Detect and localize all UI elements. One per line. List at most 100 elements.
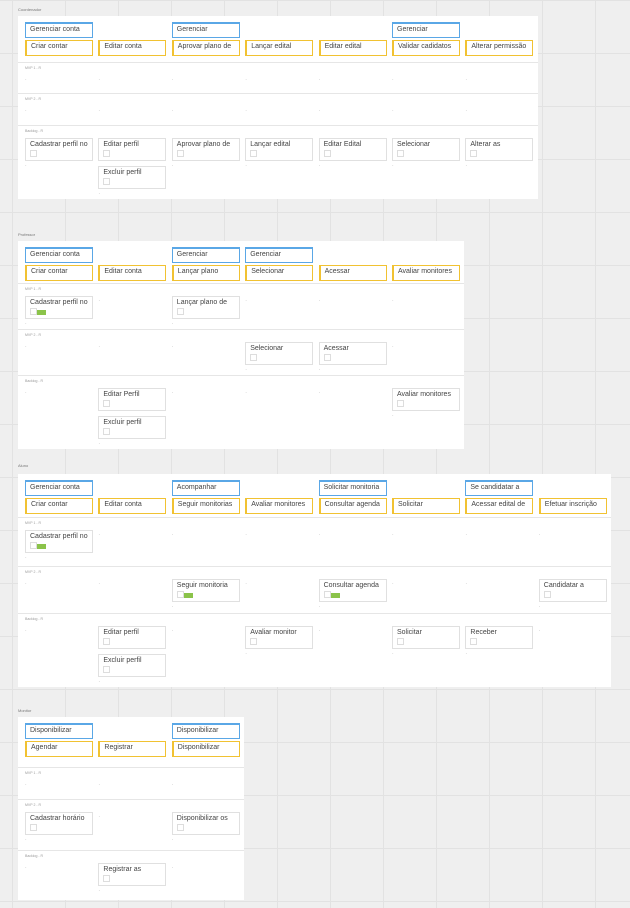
story-card[interactable]: Acessar (318, 342, 387, 365)
task-card[interactable]: Seguir monitorias (171, 498, 240, 514)
activity-card[interactable]: Disponibilizar (171, 723, 240, 739)
story-card[interactable]: Avaliar monitores (392, 388, 460, 411)
checkbox-icon[interactable] (103, 666, 111, 673)
checkbox-icon[interactable] (397, 150, 404, 157)
activity-card[interactable]: Disponibilizar (25, 723, 93, 739)
activity-card[interactable]: Gerenciar conta (25, 247, 93, 263)
story-card[interactable]: Editar perfil (98, 138, 167, 161)
checkbox-icon[interactable] (103, 428, 111, 435)
checkbox-icon[interactable] (176, 308, 184, 315)
task-card[interactable]: Acessar edital de (465, 498, 534, 514)
activity-card[interactable]: Gerenciar conta (25, 22, 93, 38)
checkbox-icon[interactable] (103, 150, 111, 157)
task-card[interactable]: Avaliar monitores (245, 498, 314, 514)
story-card[interactable]: Alterar as (465, 138, 534, 161)
checkbox-icon[interactable] (470, 638, 478, 645)
task-card[interactable]: Acessar (318, 265, 387, 281)
empty-slot-dot: · (245, 390, 247, 396)
activity-card[interactable]: Gerenciar (171, 22, 240, 38)
slot-dot: · (98, 888, 101, 894)
story-card[interactable]: Excluir perfil (98, 654, 167, 677)
story-card[interactable]: Seguir monitoria (171, 579, 240, 602)
story-card[interactable]: Selecionar (392, 138, 460, 161)
story-card[interactable]: Cadastrar perfil no (25, 530, 93, 553)
task-card[interactable]: Criar contar (25, 498, 93, 514)
activity-card[interactable]: Se candidatar a (465, 480, 534, 496)
story-card[interactable]: Cadastrar perfil no (25, 296, 93, 319)
task-card[interactable]: Selecionar (245, 265, 314, 281)
story-card[interactable]: Disponibilizar os (171, 812, 240, 835)
checkbox-icon[interactable] (323, 150, 331, 157)
story-card[interactable]: Editar Perfil (98, 388, 167, 411)
task-card[interactable]: Avaliar monitores (392, 265, 460, 281)
task-card[interactable]: Editar conta (98, 265, 167, 281)
checkbox-icon[interactable] (397, 400, 404, 407)
slot-dot: · (171, 604, 174, 610)
story-card[interactable]: Solicitar (392, 626, 460, 649)
activity-card[interactable]: Acompanhar (171, 480, 240, 496)
task-card[interactable]: Alterar permissão (465, 40, 534, 56)
checkbox-icon[interactable] (103, 178, 111, 185)
task-card[interactable]: Editar conta (98, 40, 167, 56)
story-card[interactable]: Selecionar (245, 342, 314, 365)
checkbox-icon[interactable] (103, 400, 111, 407)
task-card[interactable]: Disponibilizar (171, 741, 240, 757)
release-label: Backlog - R (25, 617, 44, 621)
story-card[interactable]: Registrar as (98, 863, 167, 886)
story-card[interactable]: Aprovar plano de (171, 138, 240, 161)
task-card[interactable]: Agendar (25, 741, 93, 757)
checkbox-icon[interactable] (30, 542, 37, 549)
story-card[interactable]: Consultar agenda (318, 579, 387, 602)
checkbox-icon[interactable] (176, 824, 184, 831)
story-card[interactable]: Editar Edital (318, 138, 387, 161)
task-card[interactable]: Editar conta (98, 498, 167, 514)
story-card[interactable]: Editar perfil (98, 626, 167, 649)
story-card[interactable]: Cadastrar horário (25, 812, 93, 835)
story-card[interactable]: Excluir perfil (98, 416, 167, 439)
story-card[interactable]: Lançar plano de (171, 296, 240, 319)
checkbox-icon[interactable] (176, 150, 184, 157)
slot-dot: · (25, 555, 27, 561)
activity-card[interactable]: Gerenciar (171, 247, 240, 263)
task-card[interactable]: Criar contar (25, 265, 93, 281)
checkbox-icon[interactable] (103, 875, 111, 882)
task-card[interactable]: Validar cadidatos (392, 40, 460, 56)
activity-card[interactable]: Solicitar monitoria (318, 480, 387, 496)
story-card[interactable]: Avaliar monitor (245, 626, 314, 649)
task-card[interactable]: Registrar (98, 741, 167, 757)
checkbox-icon[interactable] (470, 150, 478, 157)
slot-dot: · (25, 321, 27, 327)
story-card[interactable]: Receber (465, 626, 534, 649)
activity-card[interactable]: Gerenciar (392, 22, 460, 38)
checkbox-icon[interactable] (103, 638, 111, 645)
task-card[interactable]: Consultar agenda (318, 498, 387, 514)
checkbox-icon[interactable] (250, 354, 258, 361)
task-card[interactable]: Lançar plano (171, 265, 240, 281)
task-card[interactable]: Lançar edital (245, 40, 314, 56)
activity-card[interactable]: Gerenciar (245, 247, 314, 263)
checkbox-icon[interactable] (543, 591, 551, 598)
story-card[interactable]: Candidatar a (538, 579, 607, 602)
task-card[interactable]: Editar edital (318, 40, 387, 56)
task-card[interactable]: Efetuar inscrição (538, 498, 607, 514)
checkbox-icon[interactable] (176, 591, 184, 598)
checkbox-icon[interactable] (30, 308, 37, 315)
checkbox-icon[interactable] (397, 638, 404, 645)
task-card[interactable]: Solicitar (392, 498, 460, 514)
story-card[interactable]: Lançar edital (245, 138, 314, 161)
checkbox-icon[interactable] (30, 824, 37, 831)
release-label: Backlog - R (25, 129, 44, 133)
story-card[interactable]: Cadastrar perfil no (25, 138, 93, 161)
story-card[interactable]: Excluir perfil (98, 166, 167, 189)
checkbox-icon[interactable] (30, 150, 37, 157)
checkbox-icon[interactable] (250, 638, 258, 645)
task-card[interactable]: Aprovar plano de (171, 40, 240, 56)
checkbox-icon[interactable] (323, 354, 331, 361)
checkbox-icon[interactable] (323, 591, 331, 598)
section-title: Professor (18, 232, 36, 237)
activity-card[interactable]: Gerenciar conta (25, 480, 93, 496)
checkbox-icon[interactable] (250, 150, 258, 157)
empty-slot-dot: · (171, 628, 174, 634)
task-card[interactable]: Criar contar (25, 40, 93, 56)
empty-slot-dot: · (245, 581, 247, 587)
